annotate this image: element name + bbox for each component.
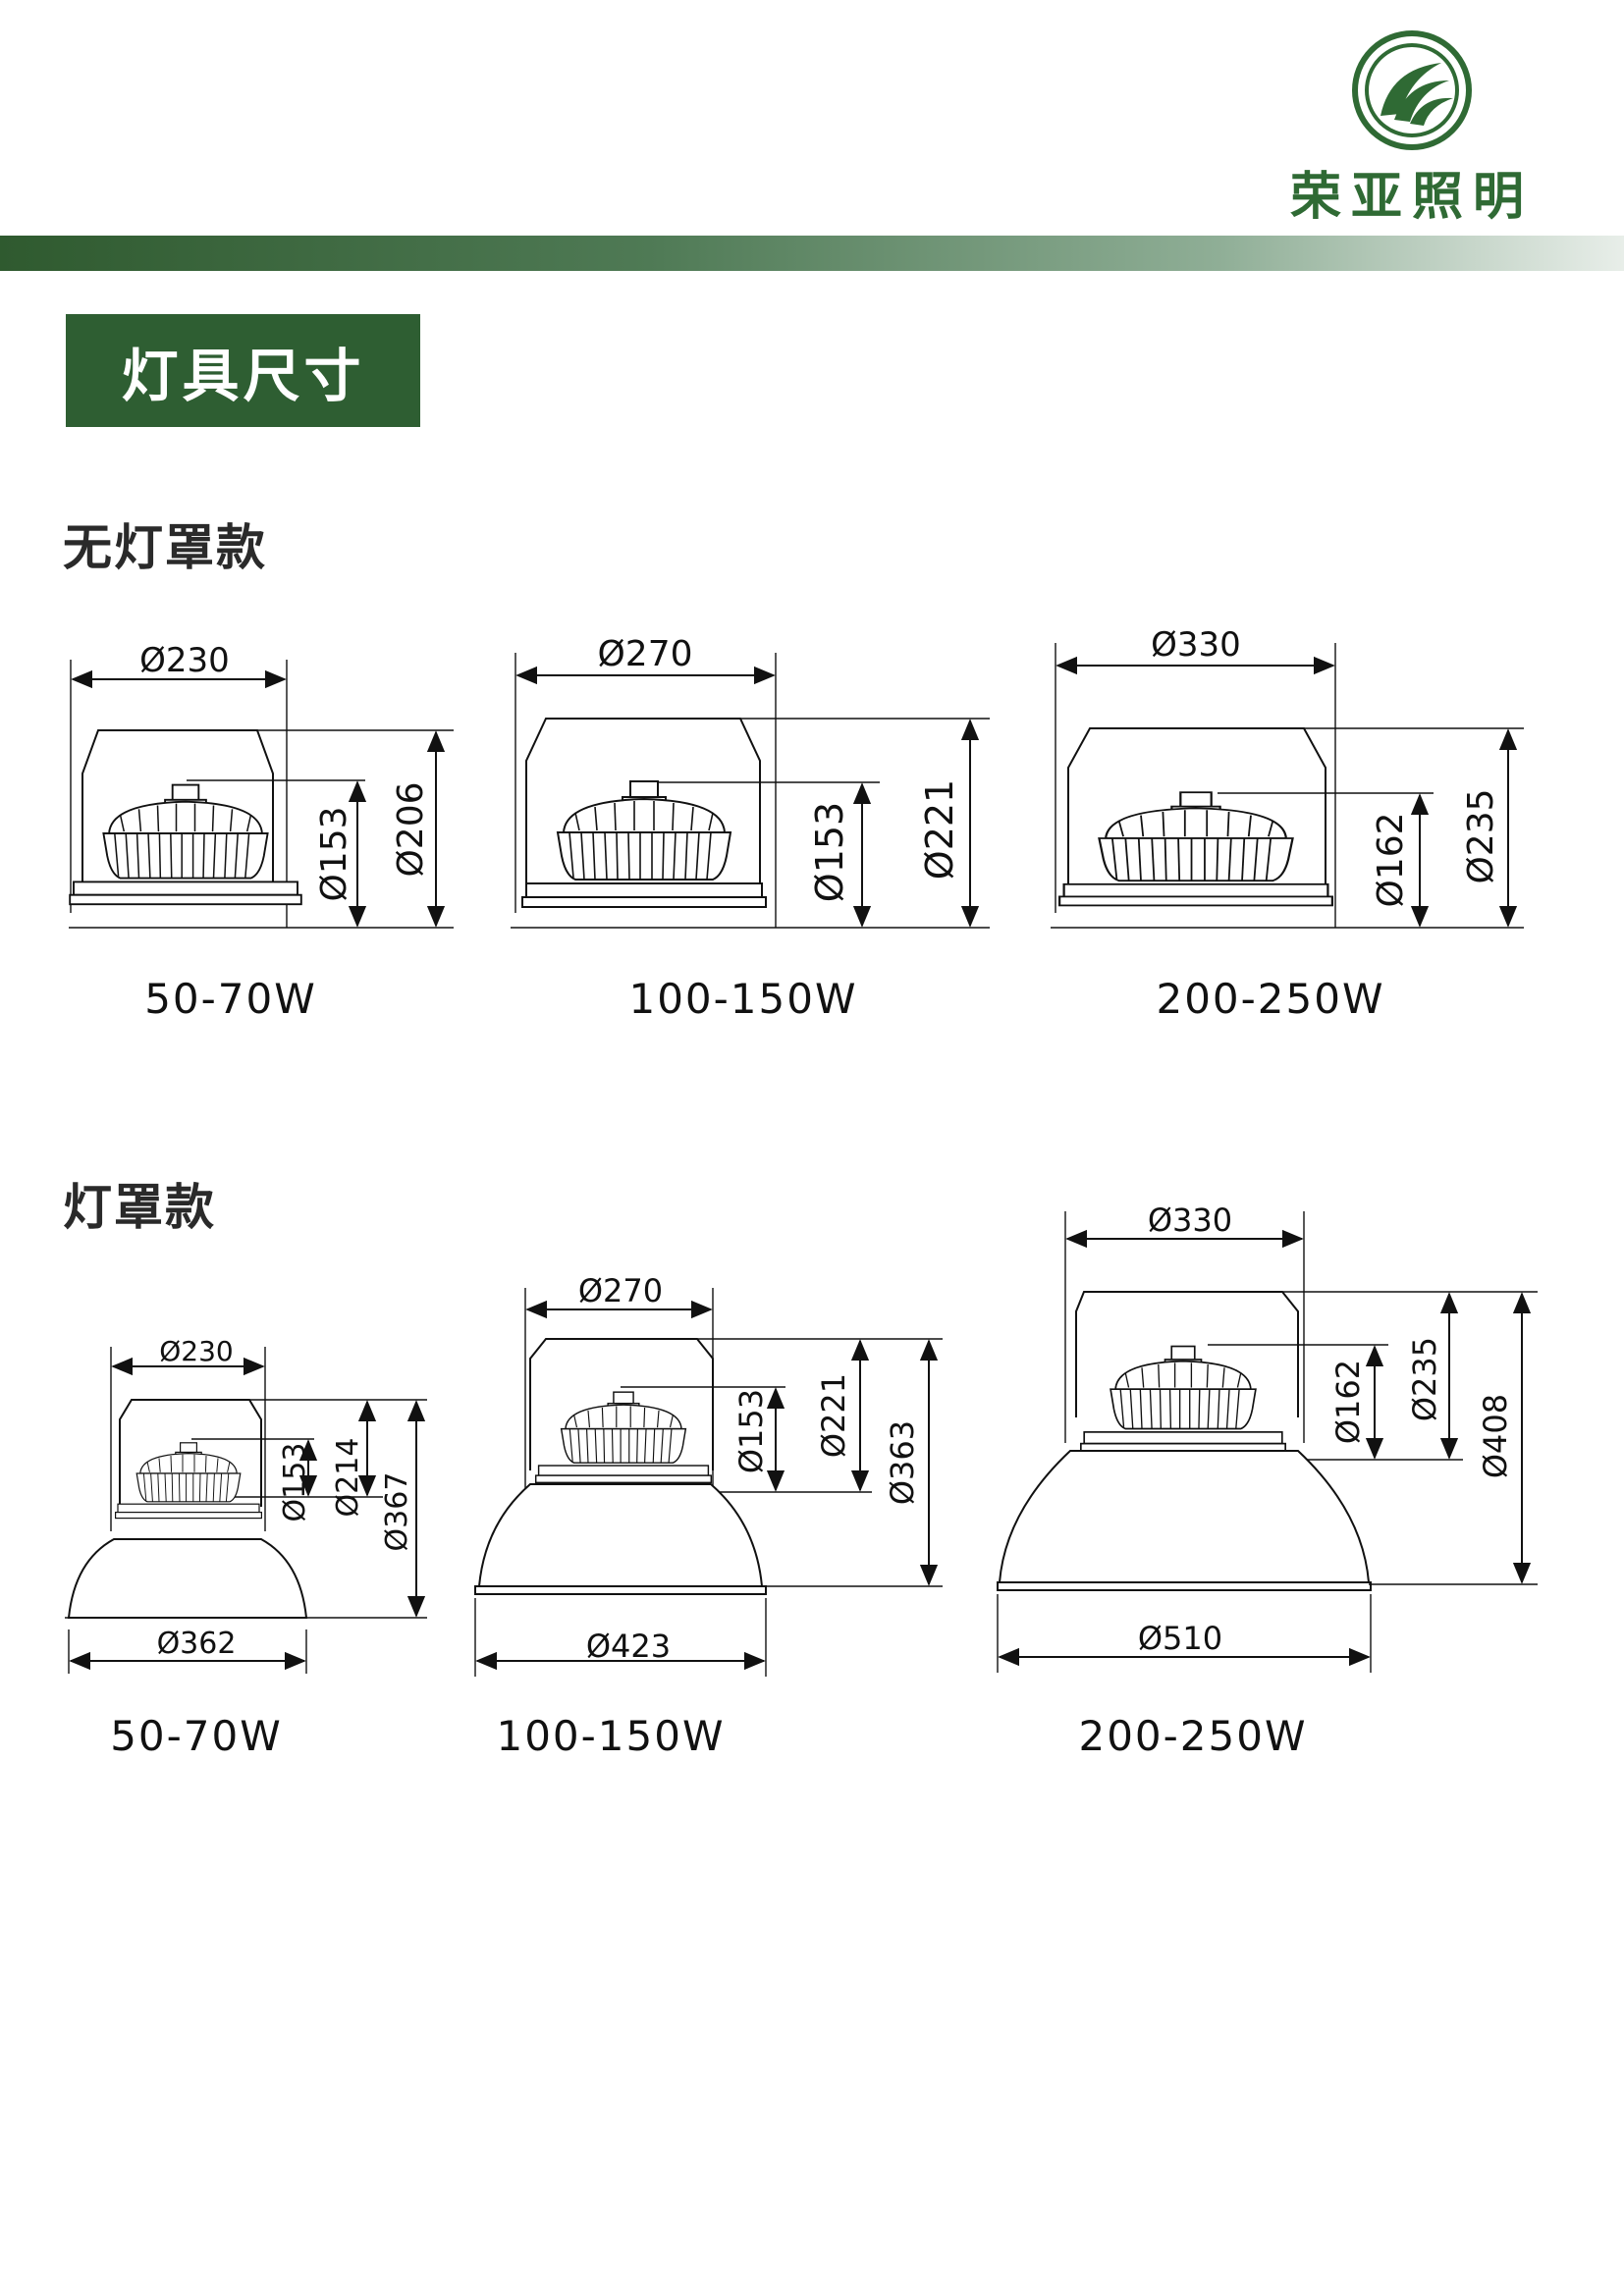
dim-height-3: Ø235: [1461, 788, 1501, 883]
dim-body-3: Ø162: [1371, 812, 1411, 907]
drawing-no-shade-200-250w: [1051, 643, 1524, 929]
dim-body-5: Ø153: [732, 1389, 770, 1473]
dim-body-6: Ø162: [1329, 1360, 1367, 1444]
brand-logo: 荣亚照明: [1284, 29, 1540, 227]
power-label-shade-1: 50-70W: [110, 1712, 283, 1760]
brand-name: 荣亚照明: [1289, 168, 1534, 227]
power-label-shade-3: 200-250W: [1078, 1712, 1307, 1760]
dim-body-4: Ø153: [278, 1443, 312, 1522]
dim-height-6: Ø408: [1477, 1394, 1514, 1478]
section-title: 灯具尺寸: [66, 314, 420, 427]
dim-width-6: Ø330: [1148, 1201, 1232, 1239]
power-label-shade-2: 100-150W: [496, 1712, 725, 1760]
dim-height-1: Ø206: [391, 781, 431, 877]
power-label-no-shade-2: 100-150W: [628, 975, 857, 1023]
dim-height-5: Ø363: [884, 1420, 921, 1505]
dim-width-1: Ø230: [139, 641, 230, 680]
dim-body-2: Ø153: [808, 802, 851, 902]
palm-leaf-circle-logo-icon: [1352, 30, 1472, 150]
dim-body-1: Ø153: [314, 806, 354, 901]
power-label-no-shade-3: 200-250W: [1156, 975, 1384, 1023]
dim-height-2: Ø221: [918, 779, 961, 880]
header-gradient-bar: [0, 236, 1624, 271]
dim-shade-6: Ø510: [1138, 1620, 1222, 1657]
group-title-with-shade: 灯罩款: [63, 1179, 216, 1236]
dim-shade-5: Ø423: [586, 1628, 671, 1665]
dim-width-4: Ø230: [159, 1335, 233, 1367]
dim-bracket-6: Ø235: [1406, 1337, 1443, 1421]
dim-bracket-4: Ø214: [331, 1438, 365, 1518]
drawing-no-shade-100-150w: [511, 653, 990, 929]
drawing-shade-200-250w: [997, 1211, 1538, 1673]
dim-height-4: Ø367: [380, 1472, 414, 1552]
drawing-shade-50-70w: [65, 1347, 427, 1674]
dim-bracket-5: Ø221: [815, 1373, 852, 1458]
dim-width-2: Ø270: [597, 634, 692, 674]
dim-width-3: Ø330: [1151, 625, 1241, 665]
dim-width-5: Ø270: [578, 1272, 663, 1309]
drawing-shade-100-150w: [474, 1288, 943, 1677]
dim-shade-4: Ø362: [157, 1627, 237, 1661]
power-label-no-shade-1: 50-70W: [144, 975, 317, 1023]
group-title-no-shade: 无灯罩款: [63, 519, 267, 576]
drawing-no-shade-50-70w: [69, 660, 454, 929]
